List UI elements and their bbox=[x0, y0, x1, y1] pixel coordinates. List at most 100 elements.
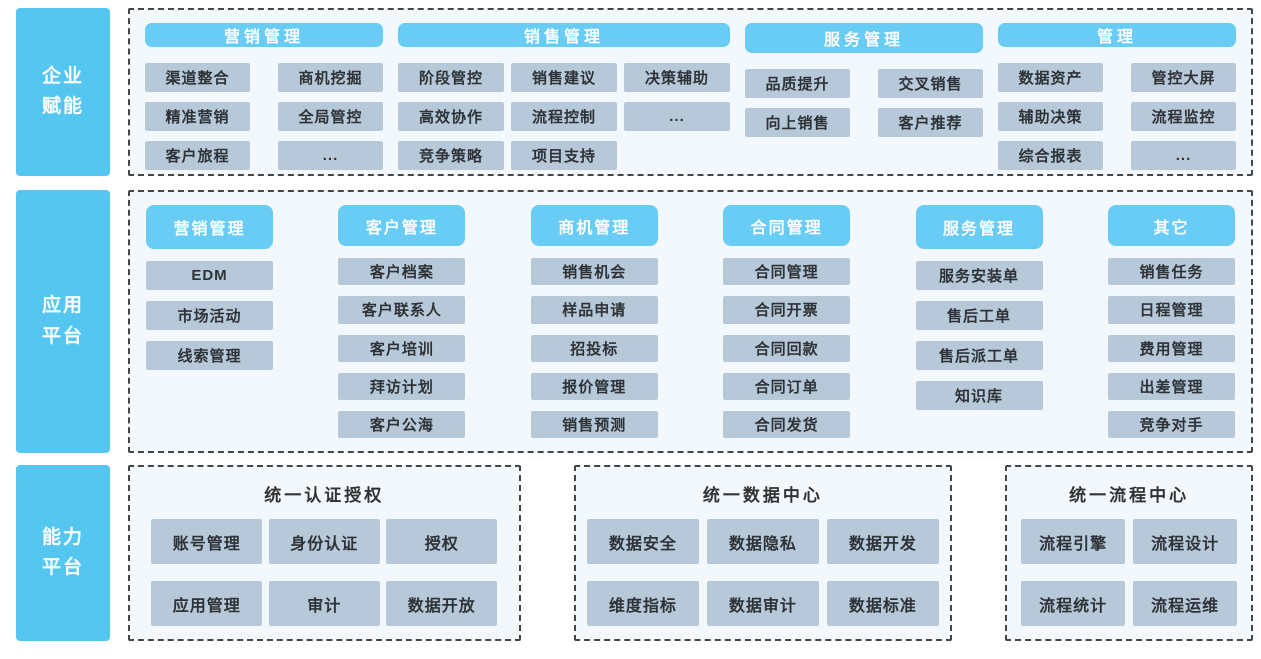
module-chip: 维度指标 bbox=[586, 581, 699, 626]
module-grid: 账号管理身份认证授权应用管理审计数据开放 bbox=[151, 519, 498, 626]
module-chip: 客户公海 bbox=[338, 410, 466, 438]
module-chip: 竞争对手 bbox=[1107, 410, 1235, 438]
module-chip: 品质提升 bbox=[745, 69, 850, 98]
module-chip: 拜访计划 bbox=[338, 372, 466, 400]
module-chip: 市场活动 bbox=[146, 301, 273, 330]
capability-panel: 统一认证授权账号管理身份认证授权应用管理审计数据开放 bbox=[128, 465, 521, 641]
module-chip: 售后工单 bbox=[915, 301, 1043, 330]
module-chip: 服务安装单 bbox=[915, 261, 1043, 290]
module-grid: 数据安全数据隐私数据开发维度指标数据审计数据标准 bbox=[586, 519, 939, 626]
module-chip: 审计 bbox=[268, 581, 380, 626]
column-header: 合同管理 bbox=[723, 205, 851, 247]
module-chip: 客户联系人 bbox=[338, 296, 466, 324]
module-grid: 数据资产管控大屏辅助决策流程监控综合报表... bbox=[998, 63, 1236, 170]
group-header: 营销管理 bbox=[145, 23, 383, 47]
module-chip: 销售机会 bbox=[530, 258, 658, 286]
module-chip: 售后派工单 bbox=[915, 341, 1043, 370]
module-chip: 出差管理 bbox=[1107, 372, 1235, 400]
side-label-application-platform: 应用 平台 bbox=[16, 190, 110, 453]
module-grid: 流程引擎流程设计流程统计流程运维 bbox=[1021, 519, 1238, 626]
module-chip: ... bbox=[1131, 141, 1236, 170]
module-chip: 销售建议 bbox=[511, 63, 617, 92]
module-chip: 报价管理 bbox=[530, 372, 658, 400]
module-chip: 流程引擎 bbox=[1021, 519, 1126, 564]
column-header: 营销管理 bbox=[146, 205, 273, 249]
module-chip: 客户档案 bbox=[338, 258, 466, 286]
module-chip: 身份认证 bbox=[268, 519, 380, 564]
module-chip: EDM bbox=[146, 261, 273, 290]
capability-title: 统一数据中心 bbox=[702, 486, 823, 505]
module-chip: 应用管理 bbox=[151, 581, 263, 626]
application-column: 商机管理销售机会样品申请招投标报价管理销售预测 bbox=[530, 205, 658, 438]
module-grid: 阶段管控销售建议决策辅助高效协作流程控制...竞争策略项目支持 bbox=[398, 63, 730, 170]
capability-title: 统一认证授权 bbox=[264, 486, 385, 505]
module-chip: ... bbox=[278, 141, 383, 170]
module-chip: 数据标准 bbox=[826, 581, 939, 626]
capability-title: 统一流程中心 bbox=[1069, 486, 1190, 505]
module-chip: 客户推荐 bbox=[878, 108, 983, 137]
module-chip: 精准营销 bbox=[145, 102, 250, 131]
column-header: 商机管理 bbox=[530, 205, 658, 247]
enterprise-enablement-band: 企业 赋能 营销管理渠道整合商机挖掘精准营销全局管控客户旅程...销售管理阶段管… bbox=[16, 8, 1253, 176]
module-chip: 样品申请 bbox=[530, 296, 658, 324]
application-column: 客户管理客户档案客户联系人客户培训拜访计划客户公海 bbox=[338, 205, 466, 438]
module-chip: 合同订单 bbox=[723, 372, 851, 400]
module-chip: 流程监控 bbox=[1131, 102, 1236, 131]
module-chip: 数据审计 bbox=[706, 581, 819, 626]
module-chip: 流程控制 bbox=[511, 102, 617, 131]
side-label-line: 平台 bbox=[41, 557, 84, 578]
group-header: 管理 bbox=[998, 23, 1236, 47]
module-chip: 数据安全 bbox=[586, 519, 699, 564]
module-chip: 线索管理 bbox=[146, 341, 273, 370]
module-chip: 辅助决策 bbox=[998, 102, 1103, 131]
module-chip: 日程管理 bbox=[1107, 296, 1235, 324]
module-chip: 项目支持 bbox=[511, 141, 617, 170]
side-label-line: 平台 bbox=[41, 325, 84, 347]
application-column: 其它销售任务日程管理费用管理出差管理竞争对手 bbox=[1107, 205, 1235, 438]
side-label-line: 能力 bbox=[41, 526, 84, 548]
module-chip: 招投标 bbox=[530, 334, 658, 362]
module-chip: 合同管理 bbox=[723, 258, 851, 286]
group-header: 服务管理 bbox=[745, 23, 983, 53]
module-chip: 销售任务 bbox=[1107, 258, 1235, 286]
column-header: 服务管理 bbox=[915, 205, 1043, 249]
capability-panel: 统一数据中心数据安全数据隐私数据开发维度指标数据审计数据标准 bbox=[573, 465, 953, 641]
module-chip: 客户旅程 bbox=[145, 141, 250, 170]
enterprise-enablement-panel: 营销管理渠道整合商机挖掘精准营销全局管控客户旅程...销售管理阶段管控销售建议决… bbox=[128, 8, 1253, 176]
module-chip: 决策辅助 bbox=[624, 63, 730, 92]
module-chip: 高效协作 bbox=[398, 102, 504, 131]
side-label-line: 企业 bbox=[41, 65, 84, 87]
module-chip: 阶段管控 bbox=[398, 63, 504, 92]
application-column: 合同管理合同管理合同开票合同回款合同订单合同发货 bbox=[723, 205, 851, 438]
capability-panel: 统一流程中心流程引擎流程设计流程统计流程运维 bbox=[1005, 465, 1253, 641]
module-chip: 知识库 bbox=[915, 381, 1043, 410]
module-chip: ... bbox=[624, 102, 730, 131]
module-group: 管理数据资产管控大屏辅助决策流程监控综合报表... bbox=[998, 23, 1236, 170]
application-column: 服务管理服务安装单售后工单售后派工单知识库 bbox=[915, 205, 1043, 438]
module-chip: 流程统计 bbox=[1021, 581, 1126, 626]
module-chip: 数据资产 bbox=[998, 63, 1103, 92]
module-chip: 数据开发 bbox=[826, 519, 939, 564]
module-grid: 品质提升交叉销售向上销售客户推荐 bbox=[745, 69, 983, 137]
module-chip: 合同发货 bbox=[723, 410, 851, 438]
module-chip: 综合报表 bbox=[998, 141, 1103, 170]
group-header: 销售管理 bbox=[398, 23, 730, 47]
column-header: 其它 bbox=[1107, 205, 1235, 247]
module-chip: 数据隐私 bbox=[706, 519, 819, 564]
module-chip: 授权 bbox=[386, 519, 498, 564]
module-chip: 渠道整合 bbox=[145, 63, 250, 92]
module-group: 营销管理渠道整合商机挖掘精准营销全局管控客户旅程... bbox=[145, 23, 383, 170]
module-chip: 合同回款 bbox=[723, 334, 851, 362]
module-chip: 销售预测 bbox=[530, 410, 658, 438]
module-chip: 账号管理 bbox=[151, 519, 263, 564]
module-chip: 向上销售 bbox=[745, 108, 850, 137]
module-chip: 合同开票 bbox=[723, 296, 851, 324]
module-chip: 流程运维 bbox=[1133, 581, 1238, 626]
side-label-capability-platform: 能力 平台 bbox=[16, 465, 110, 641]
module-chip: 流程设计 bbox=[1133, 519, 1238, 564]
application-column: 营销管理 EDM 市场活动线索管理 bbox=[146, 205, 273, 438]
module-chip: 交叉销售 bbox=[878, 69, 983, 98]
